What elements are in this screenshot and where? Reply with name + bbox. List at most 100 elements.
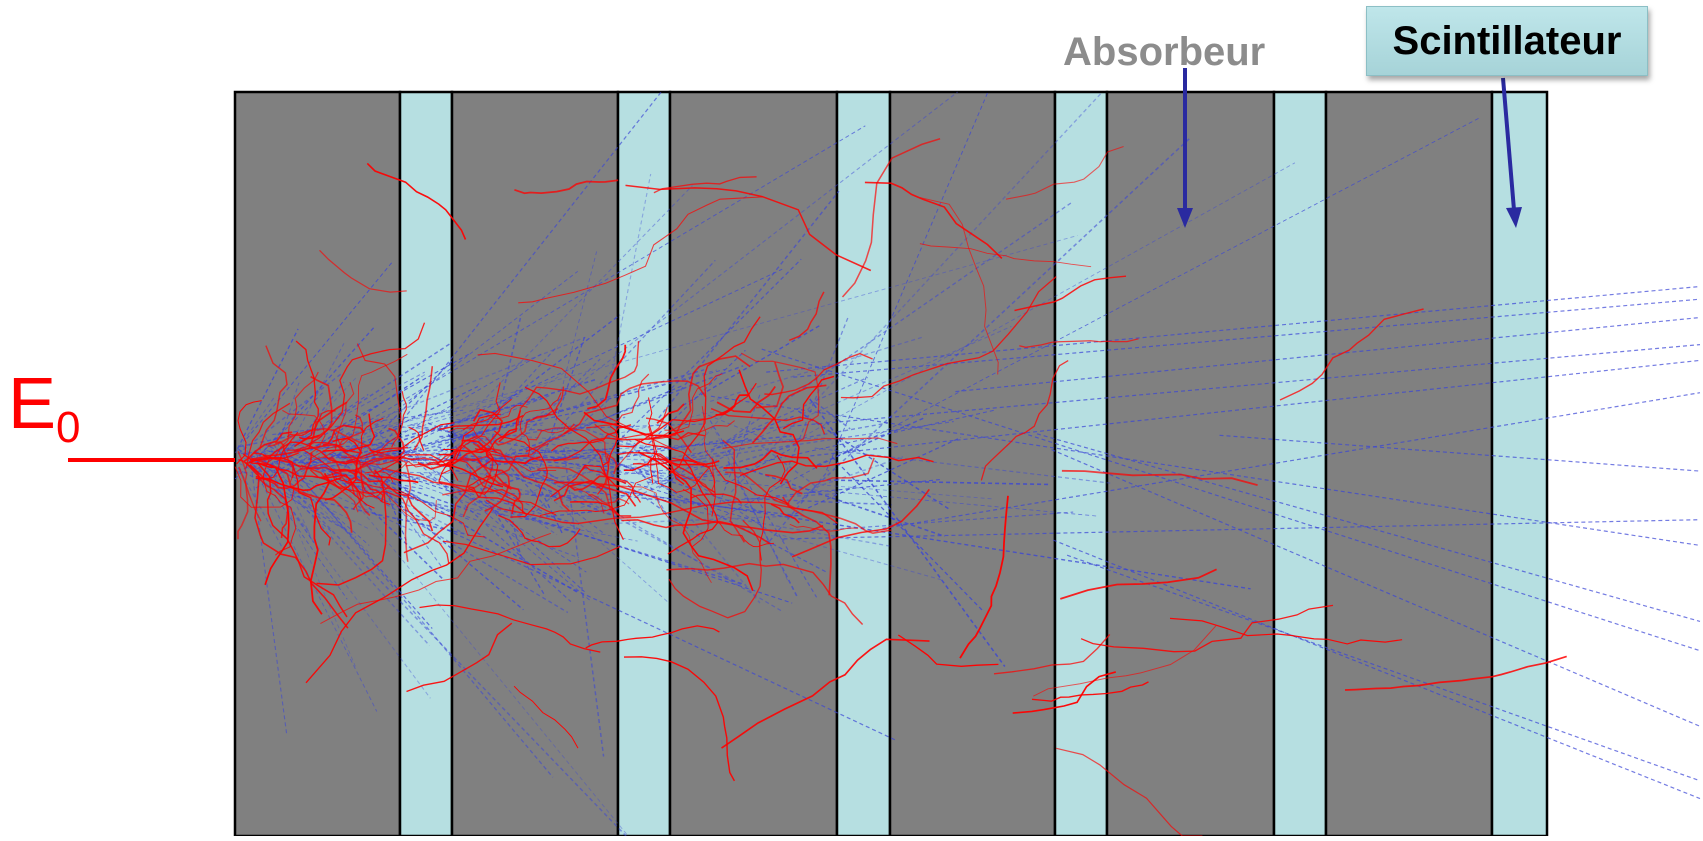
electron-track <box>841 137 941 298</box>
electron-track <box>668 519 762 619</box>
photon-track <box>479 365 744 467</box>
electron-track <box>919 243 1092 268</box>
electron-track <box>236 400 262 465</box>
electron-track <box>623 656 736 782</box>
photon-track <box>410 423 663 475</box>
photon-track <box>610 458 827 573</box>
photon-track <box>769 469 830 542</box>
photon-track <box>249 458 288 736</box>
photon-track <box>326 412 454 449</box>
photon-track <box>539 336 586 467</box>
photon-track <box>531 444 677 477</box>
electron-track <box>369 422 455 454</box>
electron-track <box>294 340 319 447</box>
electron-track <box>666 562 864 626</box>
photon-track <box>683 437 749 459</box>
electron-track <box>286 410 336 438</box>
electron-track <box>716 385 776 414</box>
electron-track <box>498 410 522 443</box>
photon-track <box>475 478 580 530</box>
photon-track <box>336 385 479 457</box>
photon-track <box>778 162 1296 451</box>
photon-track <box>523 448 761 524</box>
electron-track <box>554 481 824 534</box>
photon-track <box>636 451 735 497</box>
photon-track <box>528 466 563 534</box>
scintillateur-arrow <box>1501 77 1522 228</box>
photon-track <box>572 423 670 459</box>
absorber-layer <box>888 90 1057 838</box>
photon-track <box>316 447 421 470</box>
electron-track <box>413 366 434 451</box>
photon-track <box>713 376 868 448</box>
electron-track <box>656 403 685 424</box>
absorbeur-label: Absorbeur <box>1063 30 1266 74</box>
photon-track <box>339 456 503 516</box>
photon-track <box>253 465 348 600</box>
photon-track <box>505 493 522 557</box>
electron-track <box>539 475 654 517</box>
photon-track <box>719 393 761 504</box>
electron-track <box>329 482 359 513</box>
electron-track <box>305 508 494 684</box>
electron-track <box>439 414 524 431</box>
photon-track <box>411 421 544 461</box>
electron-track <box>324 437 363 501</box>
photon-track <box>827 479 1052 486</box>
photon-track <box>289 494 470 536</box>
electron-track <box>448 427 557 473</box>
electron-track <box>791 488 930 558</box>
photon-track <box>368 353 542 454</box>
electron-track <box>537 466 619 516</box>
photon-track <box>367 477 524 611</box>
electron-track <box>327 456 371 517</box>
photon-track <box>706 117 1480 526</box>
electron-track <box>690 493 742 505</box>
electron-track <box>770 503 800 524</box>
electron-track <box>993 633 1111 675</box>
photon-track <box>340 483 629 837</box>
photon-track <box>955 316 1701 393</box>
photon-track <box>264 436 314 542</box>
electron-track <box>267 371 319 464</box>
electron-track <box>237 466 249 540</box>
electron-track <box>721 638 930 749</box>
photon-track <box>237 467 344 529</box>
electron-track <box>632 459 716 468</box>
electron-track <box>406 622 513 693</box>
photon-track <box>788 436 962 518</box>
scintillateur-callout: Scintillateur <box>1366 6 1648 76</box>
electron-track <box>680 420 735 440</box>
photon-track <box>246 260 394 440</box>
photon-track <box>404 443 591 601</box>
electron-track <box>295 456 415 469</box>
photon-track <box>598 456 766 514</box>
photon-track <box>809 398 1006 667</box>
electron-track <box>322 382 355 459</box>
electron-track <box>959 495 1009 659</box>
electron-track <box>739 454 934 477</box>
electron-track <box>751 384 827 444</box>
photon-track <box>368 467 578 594</box>
electron-track <box>298 434 320 440</box>
photon-track <box>692 510 890 547</box>
electron-track <box>653 176 757 194</box>
photon-track <box>435 452 616 468</box>
photon-track <box>283 343 345 459</box>
electron-track <box>1033 625 1217 697</box>
photon-track <box>322 453 456 467</box>
electron-track <box>244 461 349 629</box>
electron-track <box>723 449 818 469</box>
electron-track <box>380 435 496 487</box>
electron-track <box>602 425 619 466</box>
photon-track <box>814 401 851 430</box>
photon-track <box>300 381 345 440</box>
photon-track <box>343 378 597 460</box>
photon-track <box>279 448 444 463</box>
photon-track <box>580 490 639 508</box>
photon-track <box>688 420 954 462</box>
photon-track <box>548 447 612 461</box>
photon-track <box>490 506 746 586</box>
photon-track <box>710 336 925 403</box>
